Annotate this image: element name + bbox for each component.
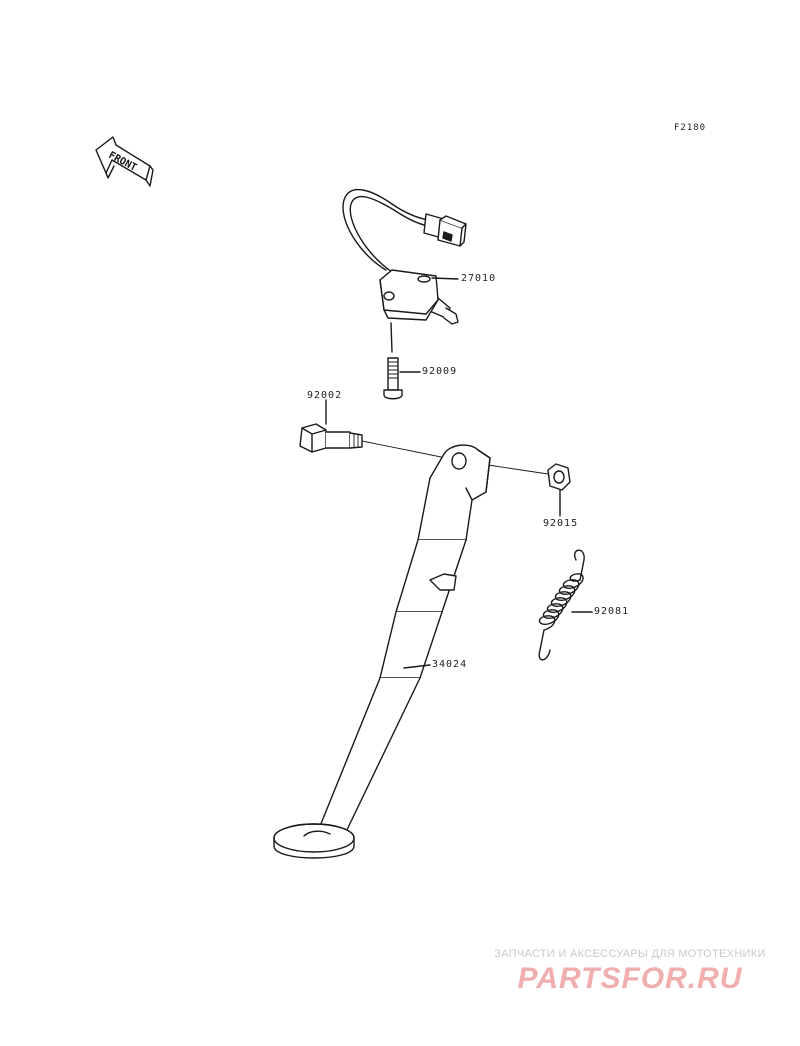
- part-label-92015: 92015: [543, 518, 579, 529]
- leader-line: [431, 277, 459, 280]
- nut-drawing: [547, 463, 571, 491]
- watermark: ЗАПЧАСТИ И АКСЕССУАРЫ ДЛЯ МОТОТЕХНИКИ PA…: [470, 948, 790, 996]
- leader-line: [390, 322, 393, 353]
- part-label-92002: 92002: [307, 390, 343, 401]
- part-label-92081: 92081: [594, 606, 630, 617]
- part-label-34024: 34024: [432, 659, 468, 670]
- side-stand-drawing: [273, 444, 491, 859]
- pivot-bolt-drawing: [299, 423, 363, 453]
- part-label-92009: 92009: [422, 366, 458, 377]
- leader-line: [403, 664, 431, 669]
- watermark-logo: PARTSFOR.RU: [517, 962, 743, 995]
- axis-line: [361, 440, 447, 459]
- part-label-27010: 27010: [461, 273, 497, 284]
- figure-code: F2180: [674, 123, 707, 133]
- return-spring-drawing: [538, 549, 585, 661]
- axis-line: [487, 464, 549, 475]
- side-stand-switch-drawing: [342, 188, 467, 325]
- front-arrow-icon: FRONT: [95, 136, 154, 187]
- switch-screw-drawing: [383, 357, 403, 400]
- watermark-tagline: ЗАПЧАСТИ И АКСЕССУАРЫ ДЛЯ МОТОТЕХНИКИ: [494, 948, 766, 960]
